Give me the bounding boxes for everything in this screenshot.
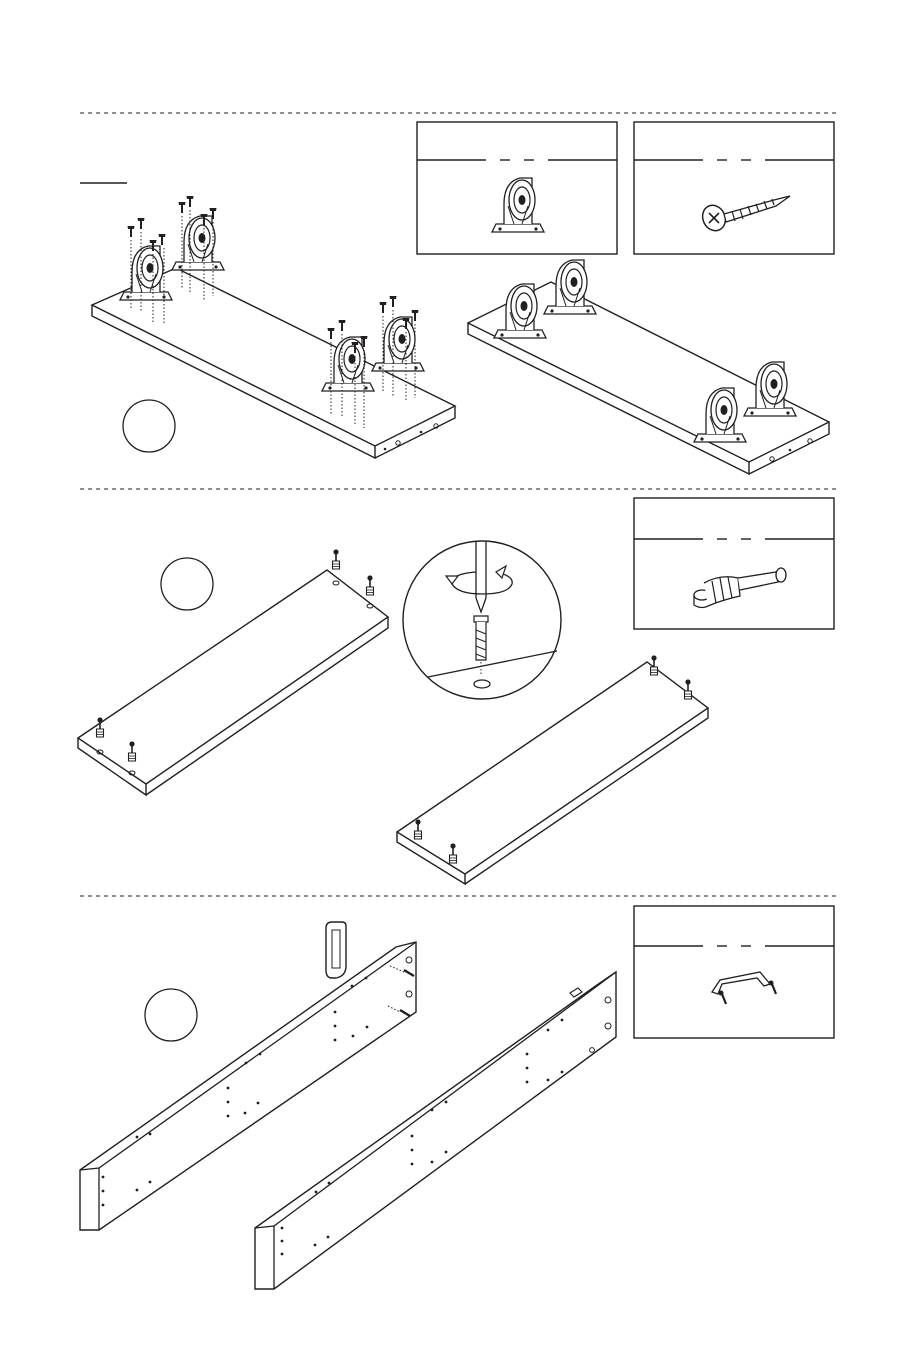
detail-magnifier	[403, 541, 561, 699]
shelf-panel-left	[78, 549, 388, 795]
part-box-cam-bolt	[634, 498, 834, 629]
bottom-panel-with-casters	[468, 260, 829, 474]
step-circle-2	[161, 558, 213, 610]
part-box-handle	[634, 906, 834, 1038]
part-box-caster	[417, 122, 617, 254]
part-box-screw	[634, 122, 834, 254]
step-circle-3	[145, 989, 197, 1041]
step-circle-1	[123, 400, 175, 452]
bottom-panel-with-screws	[92, 196, 455, 458]
